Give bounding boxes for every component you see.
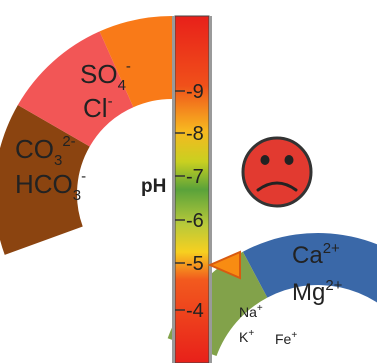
ph-scale: -9 -8 -7 -6 -5 -4: [172, 15, 212, 363]
calcium-label: Ca2+: [292, 240, 340, 269]
ph-tick-label: -4: [186, 300, 204, 322]
ph-tick-label: -5: [186, 253, 204, 275]
magnesium-label: Mg2+: [292, 277, 343, 306]
svg-text:SO4-: SO4-: [80, 58, 131, 94]
triangle-pointer-icon: [207, 250, 241, 280]
ph-label: pH: [141, 176, 166, 197]
ph-tick-label: -6: [186, 210, 204, 232]
svg-text:HCO3-: HCO3-: [15, 168, 86, 204]
sodium-label: Na+: [239, 303, 263, 320]
chloride-label: Cl-: [83, 93, 113, 123]
sulfate-label: SO4-: [80, 58, 131, 94]
chloride-segment: [17, 31, 134, 147]
ph-ticks: -9 -8 -7 -6 -5 -4: [175, 81, 204, 322]
ph-tick-label: -9: [186, 81, 204, 103]
anion-ring: [0, 16, 172, 255]
iron-label: Fe+: [275, 330, 297, 347]
svg-text:Na+: Na+: [239, 303, 263, 320]
svg-text:Cl-: Cl-: [83, 93, 113, 123]
svg-text:K+: K+: [239, 328, 254, 345]
svg-text:Mg2+: Mg2+: [292, 277, 343, 306]
ph-tick-label: -7: [186, 166, 204, 188]
svg-text:Ca2+: Ca2+: [292, 240, 340, 269]
svg-text:Fe+: Fe+: [275, 330, 297, 347]
bicarbonate-label: HCO3-: [15, 168, 86, 204]
carbonate-segment: [0, 105, 90, 255]
ph-tick-label: -8: [186, 123, 204, 145]
calcium-magnesium-segment: [242, 233, 377, 303]
sad-face-icon: [241, 136, 313, 208]
carbonate-label: CO32-: [15, 133, 76, 169]
svg-text:CO32-: CO32-: [15, 133, 76, 169]
potassium-label: K+: [239, 328, 254, 345]
sulfate-segment: [99, 16, 172, 108]
